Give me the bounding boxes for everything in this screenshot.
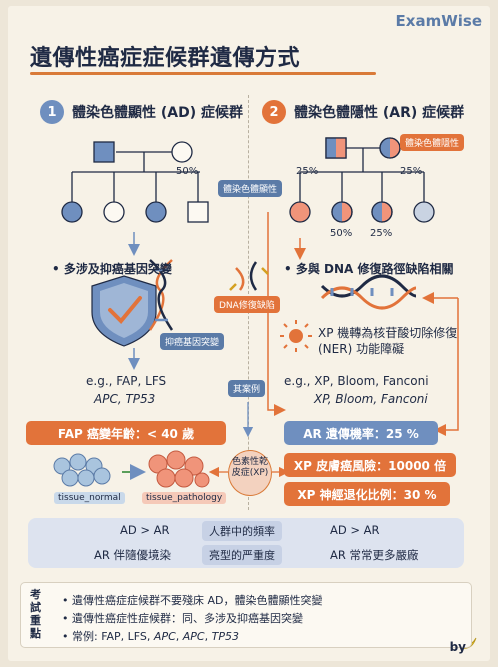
exam-line-3-sep-1: ,	[175, 630, 183, 643]
ar-heading-text: 體染色體隱性 (AR) 症候群	[294, 105, 465, 121]
exam-label: 考試重點	[30, 588, 41, 640]
tissue-pathology-label: tissue_pathology	[142, 492, 227, 504]
tumor-gene-tag: 抑癌基因突變	[160, 333, 225, 350]
ar-heading: 2 體染色體隱性 (AR) 症候群	[262, 100, 464, 124]
ar-pct-bottom-2: 25%	[370, 228, 393, 239]
brand-logo: ExamWise	[395, 12, 482, 30]
exam-key-points	[20, 582, 472, 648]
exam-line-1: • 遺傳性癌症症候群不要殘床 AD，體染色體顯性突變	[62, 594, 323, 607]
ad-number-badge: 1	[40, 100, 64, 124]
tissue-normal-label: tissue_normal	[54, 492, 125, 504]
byline: by	[449, 640, 466, 654]
ad-heading: 1 體染色體顯性 (AD) 症候群	[40, 100, 243, 124]
dna-double-helix-icon	[320, 274, 417, 310]
example-tag: 其案例	[228, 380, 266, 397]
ar-pct-left: 25%	[296, 166, 319, 177]
ner-line2: (NER) 功能障礙	[318, 342, 405, 356]
ad-examples-line2: APC, TP53	[94, 392, 156, 406]
title-underline	[30, 72, 376, 75]
ar-number-badge: 2	[262, 100, 286, 124]
xp-neuro-box: XP 神經退化比例：30 %	[284, 482, 450, 506]
dna-damage-icon	[229, 261, 269, 291]
exam-line-3-apc-1: APC	[153, 630, 176, 643]
sun-icon	[280, 320, 312, 352]
ar-pct-right: 25%	[400, 166, 423, 177]
compare-right-2: AR 常常更多嚴廠	[330, 548, 419, 562]
ar-bullet-text: 多與 DNA 修復路徑缺陷相關	[295, 262, 454, 276]
tissue-pathology-icon	[148, 450, 210, 488]
ar-pct-bottom-1: 50%	[330, 228, 353, 239]
ad-center-tag: 體染色體顯性	[218, 180, 283, 197]
ad-percent: 50%	[176, 166, 199, 177]
shield-icon	[91, 275, 157, 347]
exam-line-3-pre: 常例: FAP, LFS,	[72, 630, 154, 643]
ar-examples-line2: XP, Bloom, Fanconi	[314, 392, 428, 406]
compare-left-1: AD > AR	[120, 523, 170, 537]
ar-pedigree	[289, 137, 435, 223]
exam-line-1-text: 遺傳性癌症症候群不要殘床 AD，體染色體顯性突變	[72, 594, 323, 607]
dna-helix-icon	[148, 259, 174, 331]
exam-line-2-text: 遺傳性癌症性症候群：同、多涉及抑癌基因突變	[72, 612, 303, 625]
exam-line-3-sep-2: ,	[204, 630, 212, 643]
compare-left-2: AR 伴隨優境染	[94, 548, 172, 562]
ad-heading-text: 體染色體顯性 (AD) 症候群	[72, 105, 244, 121]
page-title: 遺傳性癌症症候群遺傳方式	[30, 46, 301, 71]
dna-repair-tag: DNA修復缺陷	[214, 296, 280, 313]
compare-right-1: AD > AR	[330, 523, 380, 537]
tissue-normal-icon	[53, 453, 111, 487]
fap-age-box: FAP 癌變年齡：< 40 歲	[26, 421, 226, 445]
ad-bullet-text: 多涉及抑癌基因突變	[63, 262, 172, 276]
ad-examples-line1: e.g., FAP, LFS	[86, 374, 167, 388]
ad-pedigree	[61, 141, 209, 223]
compare-mid-1: 人群中的頻率	[202, 521, 282, 541]
ad-bullet: • 多涉及抑癌基因突變	[52, 262, 172, 276]
ner-line1: XP 機轉為核苷酸切除修復	[318, 326, 458, 340]
exam-line-3-tp53: TP53	[211, 630, 239, 643]
xp-oval: 色素性乾皮症(XP)	[228, 450, 272, 496]
ar-probability-box: AR 遺傳機率：25 %	[284, 421, 438, 445]
exam-line-3-apc-2: APC	[182, 630, 205, 643]
xp-skin-risk-box: XP 皮膚癌風險：10000 倍	[284, 453, 456, 477]
exam-line-2: • 遺傳性癌症性症候群：同、多涉及抑癌基因突變	[62, 612, 303, 625]
ar-examples-line1: e.g., XP, Bloom, Fanconi	[284, 374, 429, 388]
compare-mid-2: 亮型的严重度	[202, 545, 282, 565]
ar-carrier-tag: 體染色體隱性	[400, 134, 465, 151]
ar-bullet: • 多與 DNA 修復路徑缺陷相關	[284, 262, 454, 276]
exam-line-3: • 常例: FAP, LFS, APC, APC, TP53	[62, 630, 239, 643]
